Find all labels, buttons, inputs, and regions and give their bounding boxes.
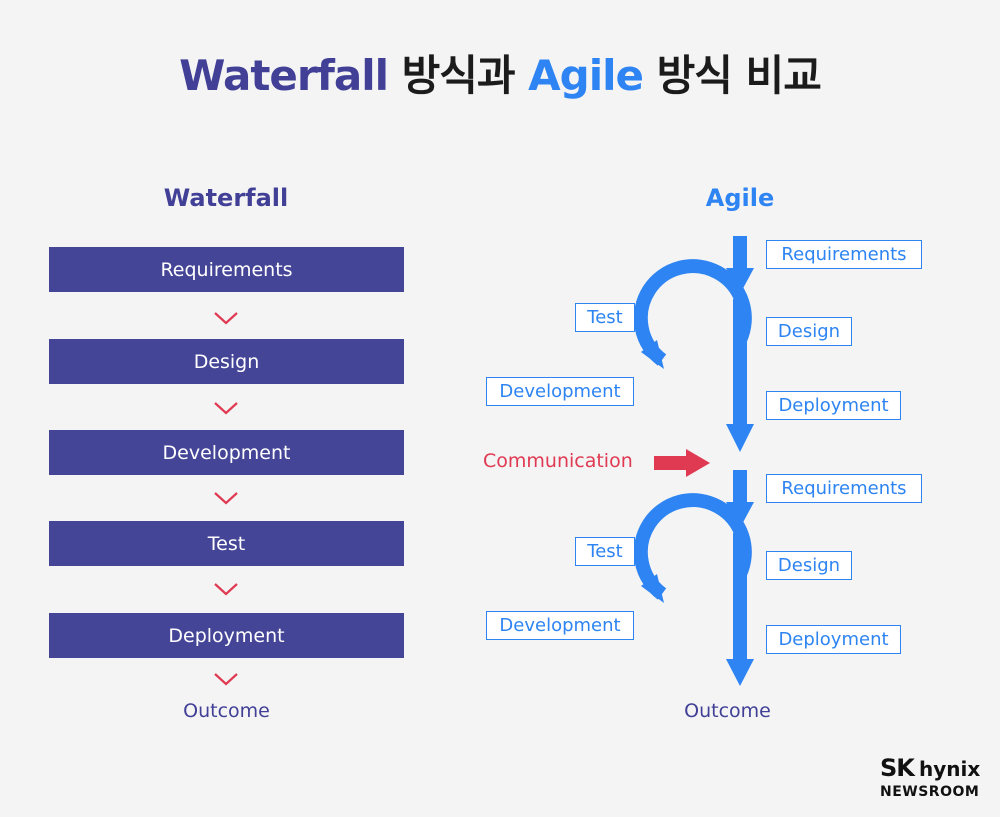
title-waterfall: Waterfall [179, 51, 389, 100]
logo-brand: SK [880, 754, 915, 782]
waterfall-step-test: Test [49, 521, 404, 566]
agile-arrow-segment-3 [726, 470, 754, 528]
logo-name: hynix [918, 757, 981, 781]
agile-heading: Agile [705, 184, 775, 212]
agile-arrow-segment-4 [726, 574, 754, 686]
waterfall-heading: Waterfall [163, 184, 289, 212]
chevron-down-icon [214, 492, 238, 505]
agile-label-development: Development [486, 611, 634, 640]
waterfall-step-development: Development [49, 430, 404, 475]
waterfall-step-requirements: Requirements [49, 247, 404, 292]
agile-label-design: Design [766, 551, 852, 580]
waterfall-step-design: Design [49, 339, 404, 384]
agile-label-deployment: Deployment [766, 391, 901, 420]
agile-outcome: Outcome [684, 700, 771, 722]
agile-arrow-segment-2 [726, 340, 754, 452]
agile-label-test: Test [575, 303, 635, 332]
agile-arrow-segment-1 [726, 236, 754, 294]
agile-label-requirements: Requirements [766, 474, 922, 503]
communication-arrow-icon [654, 449, 710, 477]
agile-label-test: Test [575, 537, 635, 566]
agile-label-design: Design [766, 317, 852, 346]
waterfall-outcome: Outcome [183, 700, 270, 722]
sk-hynix-newsroom-logo: SK hynix NEWSROOM [880, 754, 980, 800]
waterfall-step-deployment: Deployment [49, 613, 404, 658]
title-end: 방식 비교 [643, 51, 822, 100]
agile-label-deployment: Deployment [766, 625, 901, 654]
title-agile: Agile [528, 51, 644, 100]
page-title: Waterfall 방식과 Agile 방식 비교 [0, 42, 1000, 103]
chevron-down-icon [214, 402, 238, 415]
agile-cycle-loop-2 [633, 493, 752, 603]
communication-label: Communication [483, 450, 633, 472]
title-mid: 방식과 [388, 51, 529, 100]
chevron-down-icon [214, 312, 238, 325]
agile-cycle-loop-1 [633, 259, 752, 369]
chevron-down-icon [214, 583, 238, 596]
logo-sub: NEWSROOM [880, 784, 980, 800]
agile-label-requirements: Requirements [766, 240, 922, 269]
chevron-down-icon [214, 673, 238, 686]
agile-label-development: Development [486, 377, 634, 406]
